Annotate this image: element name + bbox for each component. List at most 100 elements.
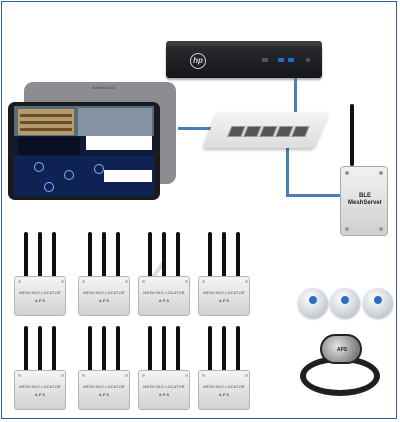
- ble-locator: MESH BLE LOCATOR A P S: [138, 326, 190, 412]
- antenna: [102, 232, 106, 280]
- locator-body: MESH BLE LOCATOR A P S: [138, 370, 190, 410]
- tablet-screen: [14, 106, 154, 196]
- locator-company-label: A P S: [98, 298, 110, 303]
- ble-locator: MESH BLE LOCATOR A P S: [14, 232, 66, 318]
- locator-company-label: A P S: [218, 392, 230, 397]
- ble-mesh-server: BLE MeshServer: [340, 166, 388, 236]
- ethernet-port-icon: [291, 126, 310, 137]
- antenna: [88, 326, 92, 374]
- screw-icon: [185, 280, 188, 283]
- locator-company-label: A P S: [98, 392, 110, 397]
- screw-icon: [82, 374, 85, 377]
- antenna: [116, 232, 120, 280]
- floor-image: [78, 108, 152, 136]
- tag-button-icon: [341, 296, 349, 304]
- wristband-face: APS: [320, 334, 362, 364]
- antenna: [208, 232, 212, 280]
- antenna: [38, 326, 42, 374]
- usb-port-icon: [288, 58, 294, 62]
- ble-tag: [363, 288, 393, 318]
- screw-icon: [185, 374, 188, 377]
- ble-tag: [298, 288, 328, 318]
- antenna: [162, 232, 166, 280]
- locator-label: MESH BLE LOCATOR: [19, 291, 61, 295]
- cable-switch-down: [286, 146, 289, 196]
- screen-text-block: [18, 137, 80, 155]
- screw-icon: [202, 374, 205, 377]
- mini-pc: hp: [166, 41, 322, 78]
- antenna: [148, 232, 152, 280]
- screw-icon: [125, 280, 128, 283]
- map-node: [44, 182, 54, 192]
- locator-label: MESH BLE LOCATOR: [143, 291, 185, 295]
- usb-port-icon: [278, 58, 284, 62]
- screw-icon: [61, 280, 64, 283]
- antenna: [222, 326, 226, 374]
- antenna: [88, 232, 92, 280]
- antenna: [176, 232, 180, 280]
- antenna: [176, 326, 180, 374]
- cable-tablet-to-switch: [178, 127, 212, 130]
- locator-company-label: A P S: [158, 392, 170, 397]
- antenna: [208, 326, 212, 374]
- screw-icon: [245, 374, 248, 377]
- antenna: [162, 326, 166, 374]
- ble-tag: [330, 288, 360, 318]
- antenna: [24, 326, 28, 374]
- locator-company-label: A P S: [34, 298, 46, 303]
- ble-locator: MESH BLE LOCATOR A P S: [198, 326, 250, 412]
- locator-body: MESH BLE LOCATOR A P S: [14, 276, 66, 316]
- mini-pc-top: [166, 41, 322, 46]
- locator-body: MESH BLE LOCATOR A P S: [198, 276, 250, 316]
- antenna: [222, 232, 226, 280]
- mesh-server-antenna: [350, 104, 354, 166]
- screen-popup: [86, 136, 152, 150]
- locator-company-label: A P S: [218, 298, 230, 303]
- screw-icon: [82, 280, 85, 283]
- screw-icon: [142, 374, 145, 377]
- tablet-brand-label: SAMSUNG: [92, 85, 116, 90]
- locator-label: MESH BLE LOCATOR: [83, 291, 125, 295]
- antenna: [102, 326, 106, 374]
- cable-pc-to-switch: [294, 78, 297, 116]
- antenna: [116, 326, 120, 374]
- camera-view: [14, 106, 154, 136]
- cable-switch-to-mesh: [286, 194, 340, 197]
- ble-locator: MESH BLE LOCATOR A P S: [78, 232, 130, 318]
- screw-icon: [18, 280, 21, 283]
- wristband-label: APS: [336, 347, 348, 353]
- ble-locator: MESH BLE LOCATOR A P S: [198, 232, 250, 318]
- tag-button-icon: [374, 296, 382, 304]
- tablet: [8, 102, 166, 285]
- screw-icon: [18, 374, 21, 377]
- locator-label: MESH BLE LOCATOR: [203, 385, 245, 389]
- locator-label: MESH BLE LOCATOR: [203, 291, 245, 295]
- audio-port-icon: [262, 58, 268, 62]
- locator-label: MESH BLE LOCATOR: [143, 385, 185, 389]
- map-node: [64, 170, 74, 180]
- locator-body: MESH BLE LOCATOR A P S: [78, 276, 130, 316]
- mesh-server-label: BLE MeshServer: [347, 193, 383, 206]
- antenna: [52, 326, 56, 374]
- map-node: [94, 164, 104, 174]
- screw-icon: [125, 374, 128, 377]
- screw-icon: [61, 374, 64, 377]
- locator-body: MESH BLE LOCATOR A P S: [198, 370, 250, 410]
- hp-logo-icon: hp: [190, 53, 206, 69]
- antenna: [148, 326, 152, 374]
- tag-button-icon: [309, 296, 317, 304]
- antenna: [24, 232, 28, 280]
- screw-icon: [202, 280, 205, 283]
- screw-icon: [245, 280, 248, 283]
- antenna: [236, 326, 240, 374]
- antenna: [236, 232, 240, 280]
- screw-icon: [142, 280, 145, 283]
- network-switch: [202, 112, 330, 148]
- locator-company-label: A P S: [34, 392, 46, 397]
